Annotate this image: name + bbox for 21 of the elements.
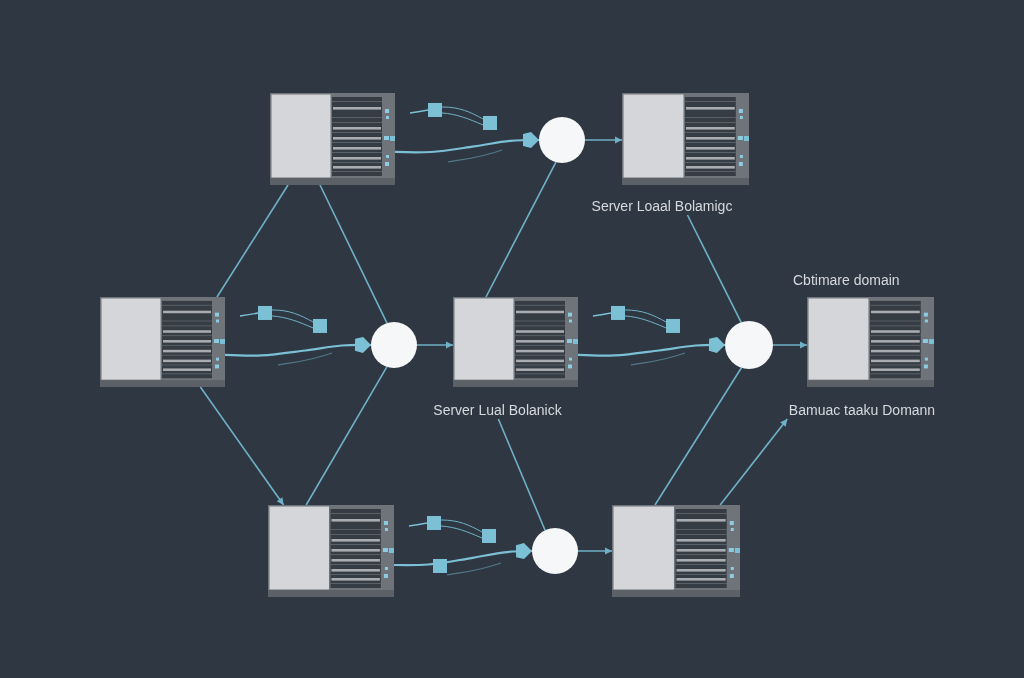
- arrow: [199, 386, 285, 506]
- node-circle: [539, 117, 585, 163]
- connector-line: [319, 184, 388, 324]
- connector-line: [216, 184, 289, 298]
- connector-line: [654, 366, 743, 506]
- node-circle: [371, 322, 417, 368]
- arrow: [772, 341, 808, 349]
- arrow: [577, 547, 613, 555]
- node-label: Server Lual Bolanick: [432, 401, 563, 419]
- connector-line: [497, 418, 546, 532]
- arrow: [584, 136, 623, 144]
- connector-line: [686, 214, 742, 324]
- node-circle: [725, 321, 773, 369]
- connector-line: [485, 161, 557, 298]
- node-circle: [532, 528, 578, 574]
- node-label: Server Loaal Bolamigc: [590, 197, 734, 215]
- arrow: [416, 341, 454, 349]
- connector-line: [305, 366, 388, 506]
- caption-text: Cbtimare domain: [793, 271, 900, 289]
- arrow: [719, 418, 789, 506]
- node-label: Bamuac taaku Domann: [787, 401, 937, 419]
